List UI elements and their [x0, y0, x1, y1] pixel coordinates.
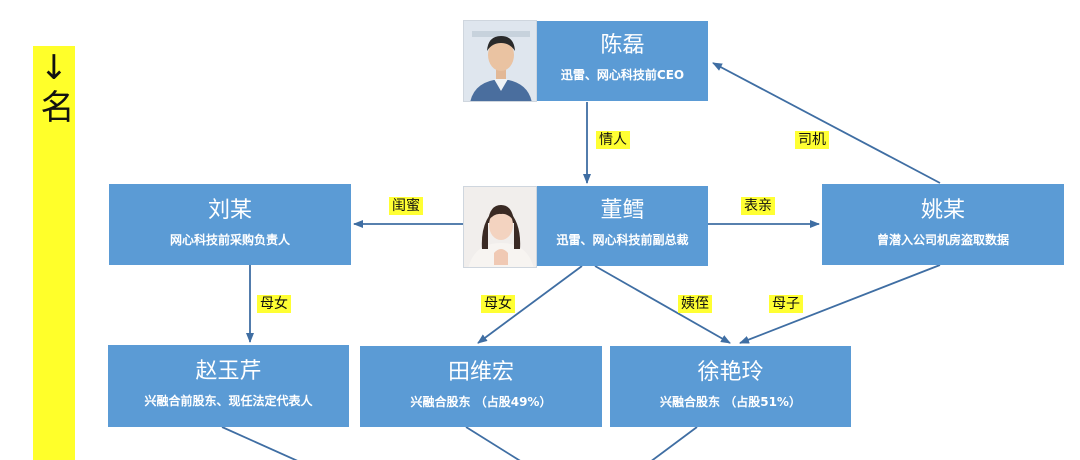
- node-liumou-name: 刘某: [207, 198, 252, 223]
- dongxue-photo: [463, 186, 537, 268]
- edge-zhaoyuqin-down: [221, 426, 298, 460]
- node-liumou: 刘某 网心科技前采购负责人: [109, 184, 351, 265]
- node-chenlei-name: 陈磊: [600, 33, 645, 58]
- node-zhaoyuqin: 赵玉芹 兴融合前股东、现任法定代表人: [108, 345, 349, 427]
- chenlei-photo: [463, 20, 537, 102]
- node-liumou-desc: 网心科技前采购负责人: [169, 233, 290, 247]
- edge-dongxue-xuyanling: [594, 265, 731, 344]
- edge-yaomou-chenlei: [712, 62, 941, 184]
- man-portrait-photo-icon: [464, 21, 536, 101]
- label-driver: 司机: [795, 131, 829, 149]
- edge-tianweihong-down: [465, 426, 521, 460]
- vertical-title-banner: 陈磊、董鳕↓亲信、亲属↓名: [33, 46, 75, 460]
- node-dongxue: 董鳕 迅雷、网心科技前副总裁: [537, 186, 708, 266]
- label-aunt-niece: 姨侄: [678, 295, 712, 313]
- label-lover: 情人: [596, 131, 630, 149]
- woman-portrait-photo-icon: [464, 187, 536, 267]
- label-mother-daughter-mid: 母女: [481, 295, 515, 313]
- node-chenlei-desc: 迅雷、网心科技前CEO: [560, 68, 685, 82]
- node-zhaoyuqin-name: 赵玉芹: [195, 359, 262, 384]
- node-tianweihong: 田维宏 兴融合股东 （占股49%）: [360, 346, 602, 427]
- node-tianweihong-name: 田维宏: [447, 360, 514, 385]
- node-xuyanling-desc: 兴融合股东 （占股51%）: [660, 395, 801, 409]
- node-dongxue-desc: 迅雷、网心科技前副总裁: [556, 233, 689, 247]
- node-chenlei: 陈磊 迅雷、网心科技前CEO: [537, 21, 708, 101]
- vertical-title-text: 陈磊、董鳕↓亲信、亲属↓名: [34, 48, 74, 124]
- node-yaomou: 姚某 曾潜入公司机房盗取数据: [822, 184, 1064, 265]
- node-xuyanling: 徐艳玲 兴融合股东 （占股51%）: [610, 346, 851, 427]
- node-xuyanling-name: 徐艳玲: [697, 360, 764, 385]
- edge-yaomou-xuyanling: [739, 264, 941, 344]
- node-dongxue-name: 董鳕: [600, 198, 645, 223]
- edge-dongxue-tianweihong: [477, 265, 583, 344]
- node-zhaoyuqin-desc: 兴融合前股东、现任法定代表人: [144, 394, 313, 408]
- label-bestie: 闺蜜: [389, 197, 423, 215]
- label-mother-son: 母子: [769, 295, 803, 313]
- label-mother-daughter-left: 母女: [257, 295, 291, 313]
- edge-xuyanling-down: [651, 426, 698, 460]
- node-yaomou-desc: 曾潜入公司机房盗取数据: [876, 233, 1009, 247]
- node-yaomou-name: 姚某: [920, 198, 965, 223]
- label-cousin: 表亲: [741, 197, 775, 215]
- node-tianweihong-desc: 兴融合股东 （占股49%）: [410, 395, 552, 409]
